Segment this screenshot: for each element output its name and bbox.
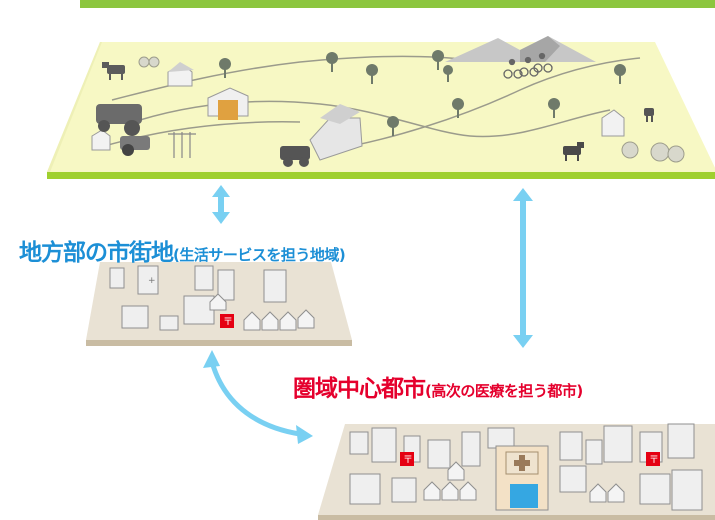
hay-bale-icon (138, 56, 685, 163)
svg-text:+: + (148, 276, 156, 286)
hospital-icon: + (148, 276, 156, 286)
tree-icon (219, 50, 626, 136)
house-icon (91, 129, 111, 151)
core-city-subtitle: (高次の医療を担う都市) (425, 382, 583, 400)
cow-icon (102, 62, 125, 80)
svg-text:〒: 〒 (649, 455, 659, 466)
rural-heading-partial (80, 0, 715, 10)
hospital-icon (495, 445, 549, 511)
double-arrow-icon (513, 188, 533, 348)
tractor-icon (96, 104, 150, 156)
core-city-label: 圏域中心都市(高次の医療を担う都市) (293, 369, 583, 403)
svg-text:〒: 〒 (403, 455, 413, 466)
regional-town-subtitle: (生活サービスを担う地域) (173, 246, 346, 264)
svg-text:〒: 〒 (223, 317, 233, 328)
cow-icon (563, 142, 584, 161)
tractor-icon (280, 146, 310, 167)
regional-town-label: 地方部の市街地(生活サービスを担う地域) (19, 233, 346, 267)
house-icon (207, 87, 249, 120)
post-office-icon: 〒 (646, 452, 660, 466)
barn-icon (309, 104, 363, 161)
building-icon (349, 423, 703, 511)
house-icon (167, 62, 194, 87)
cyclist-icon (503, 52, 553, 79)
double-arrow-icon (212, 185, 230, 224)
cow-icon (644, 108, 654, 122)
rural-land-plane (47, 42, 715, 179)
mountain-icon (445, 36, 596, 62)
house-icon (209, 293, 315, 331)
house-icon (601, 109, 625, 137)
double-arrow-icon (203, 350, 313, 444)
post-office-icon: 〒 (220, 314, 234, 328)
house-icon (423, 461, 625, 503)
post-office-icon: 〒 (400, 452, 414, 466)
rack-icon (168, 132, 196, 158)
building-icon (109, 265, 287, 331)
core-city-title: 圏域中心都市 (293, 376, 426, 402)
regional-town-title: 地方部の市街地 (19, 240, 174, 266)
